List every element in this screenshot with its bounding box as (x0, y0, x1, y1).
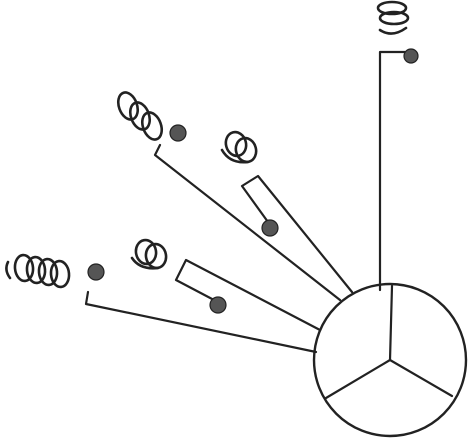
central-hub (312, 282, 468, 438)
arm-3-tether (240, 174, 354, 294)
spring-icon (116, 91, 164, 141)
hub-divider-right (388, 358, 454, 398)
arm-4 (130, 238, 322, 332)
arm-1 (376, 0, 419, 292)
arm-5 (5, 253, 318, 354)
arm-4-ball (209, 296, 227, 314)
arm-1-tether (378, 50, 407, 292)
spring-icon (130, 238, 168, 270)
arm-2-ball (169, 124, 187, 142)
hub-divider-top (388, 284, 394, 362)
arm-2 (116, 91, 342, 302)
arm-5-tether (84, 290, 318, 354)
arm-1-ball (403, 48, 419, 64)
spring-icon (5, 253, 71, 289)
arm-3-ball (261, 219, 279, 237)
arm-4-tether (174, 258, 322, 332)
spring-icon (376, 0, 410, 35)
hub-divider-left (324, 358, 392, 400)
arm-5-ball (87, 263, 105, 281)
arm-3 (220, 130, 354, 294)
arm-2-tether (153, 143, 342, 302)
spring-icon (220, 130, 258, 164)
